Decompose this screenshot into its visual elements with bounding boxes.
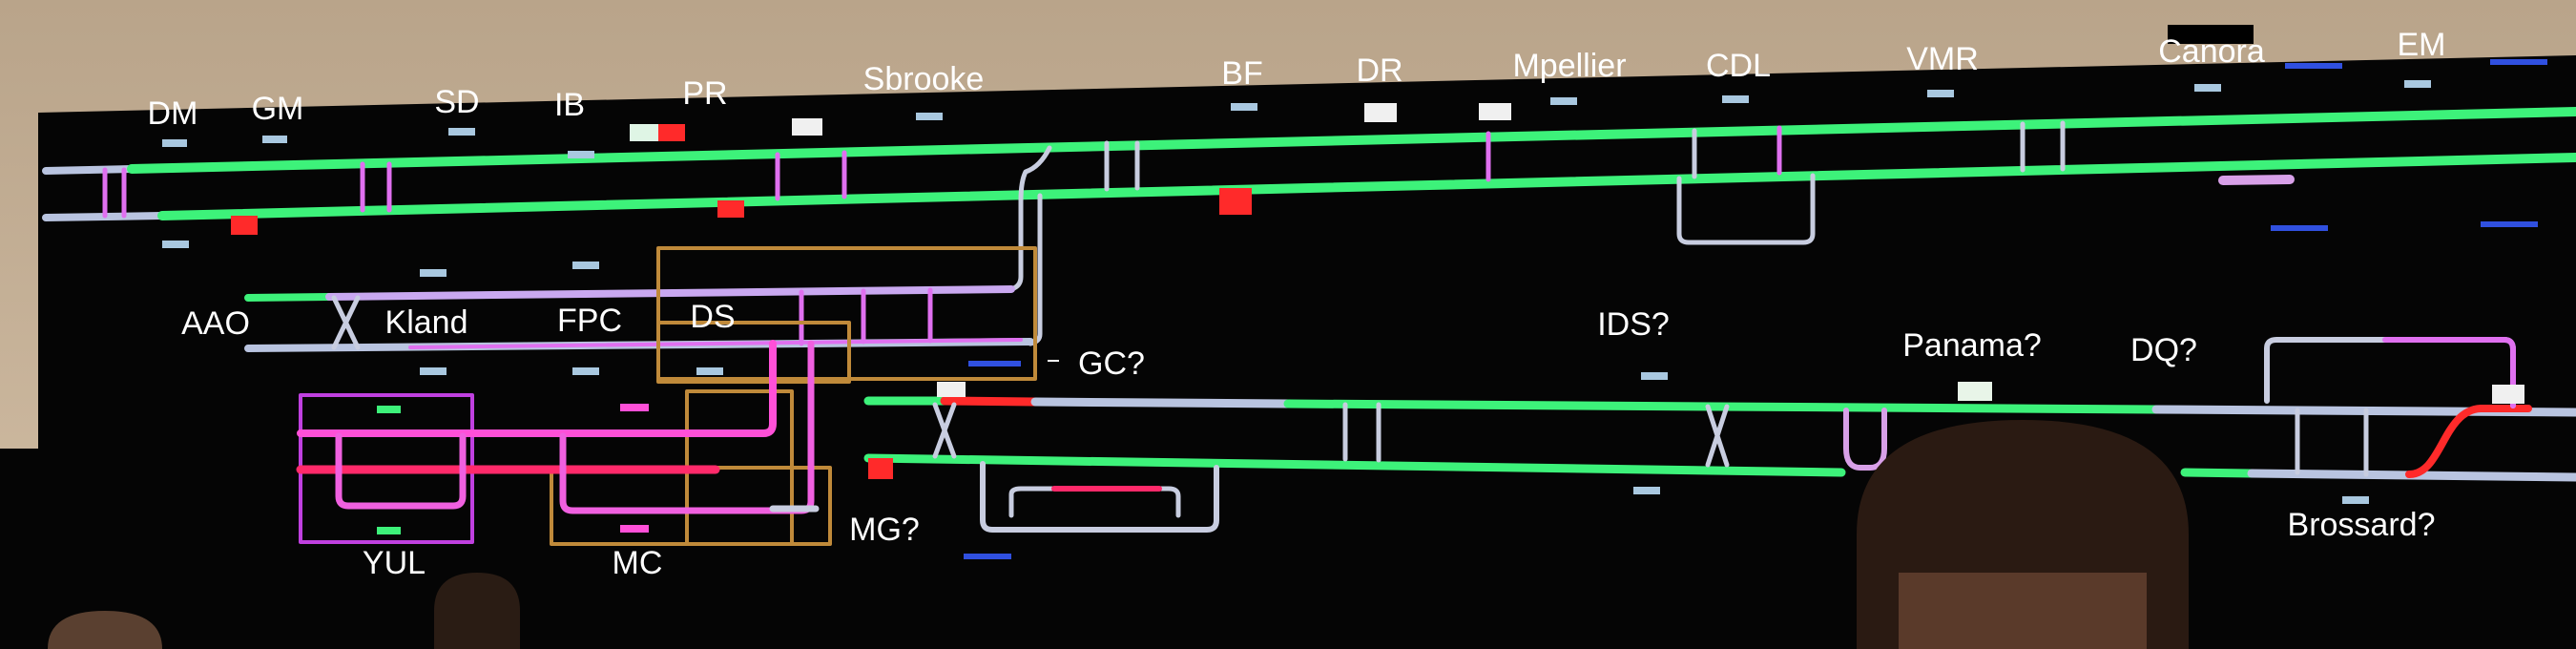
label-aao: AAO bbox=[181, 305, 250, 342]
crossovers bbox=[102, 125, 1782, 219]
crossover bbox=[2295, 408, 2369, 477]
tracks bbox=[42, 107, 2576, 546]
label-sbrooke: Sbrooke bbox=[862, 61, 985, 97]
person-head bbox=[434, 573, 520, 649]
label-leader-line bbox=[1048, 360, 1059, 362]
track-segment bbox=[2180, 468, 2256, 478]
occupied-track bbox=[2405, 405, 2532, 478]
loop-track bbox=[2382, 337, 2516, 408]
station-markers bbox=[162, 80, 2431, 504]
label-canora: Canora bbox=[2158, 33, 2265, 70]
label-mg: MG? bbox=[849, 512, 920, 548]
label-mc: MC bbox=[612, 545, 663, 581]
indicator bbox=[377, 527, 401, 534]
track-segment bbox=[1030, 397, 1293, 408]
label-gc: GC? bbox=[1078, 345, 1145, 382]
label-dq: DQ? bbox=[2130, 332, 2197, 368]
crossover bbox=[799, 287, 933, 346]
crossover bbox=[932, 402, 957, 459]
track-segment bbox=[244, 293, 333, 302]
main-track-north bbox=[127, 107, 2576, 174]
branch-track-south bbox=[863, 453, 1846, 477]
label-gm: GM bbox=[251, 91, 304, 127]
main-track-south bbox=[157, 153, 2576, 220]
branch-track-north bbox=[1283, 399, 2161, 414]
track-segment bbox=[408, 338, 1023, 349]
label-mask bbox=[2168, 25, 2254, 44]
occupied-track bbox=[940, 396, 1040, 407]
crossover bbox=[1342, 402, 1381, 463]
label-cdl: CDL bbox=[1705, 48, 1772, 84]
indicator bbox=[620, 525, 649, 533]
track-segment bbox=[42, 165, 135, 175]
label-yul: YUL bbox=[362, 545, 426, 581]
loop-track bbox=[980, 461, 1219, 533]
label-em: EM bbox=[2397, 27, 2446, 63]
label-ids: IDS? bbox=[1597, 306, 1670, 343]
indicator bbox=[377, 406, 401, 413]
person-face bbox=[1899, 573, 2147, 649]
indicator bbox=[620, 404, 649, 411]
person-head bbox=[48, 611, 162, 649]
track-segment bbox=[297, 340, 777, 437]
crossover bbox=[1705, 404, 1730, 468]
signals bbox=[231, 103, 2524, 479]
label-kland: Kland bbox=[384, 304, 468, 341]
label-ds: DS bbox=[690, 299, 736, 335]
label-bf: BF bbox=[1221, 55, 1263, 92]
loop-track bbox=[559, 340, 815, 514]
indicator-lights bbox=[964, 59, 2547, 559]
crossover bbox=[331, 295, 361, 350]
label-mpellier: Mpellier bbox=[1512, 48, 1627, 84]
label-vmr: VMR bbox=[1906, 41, 1979, 77]
label-panama: Panama? bbox=[1902, 327, 2042, 364]
middle-track-north bbox=[325, 285, 1015, 301]
label-pr: PR bbox=[682, 75, 728, 112]
audience-silhouettes bbox=[48, 420, 2189, 649]
label-fpc: FPC bbox=[557, 303, 622, 339]
loop-track bbox=[335, 432, 467, 510]
track-segment bbox=[2218, 175, 2295, 185]
label-brossard: Brossard? bbox=[2287, 507, 2436, 543]
label-dm: DM bbox=[147, 95, 198, 132]
label-ib: IB bbox=[553, 87, 586, 123]
label-dr: DR bbox=[1356, 52, 1403, 89]
label-sd: SD bbox=[434, 84, 480, 120]
loop-track bbox=[1843, 408, 1887, 471]
